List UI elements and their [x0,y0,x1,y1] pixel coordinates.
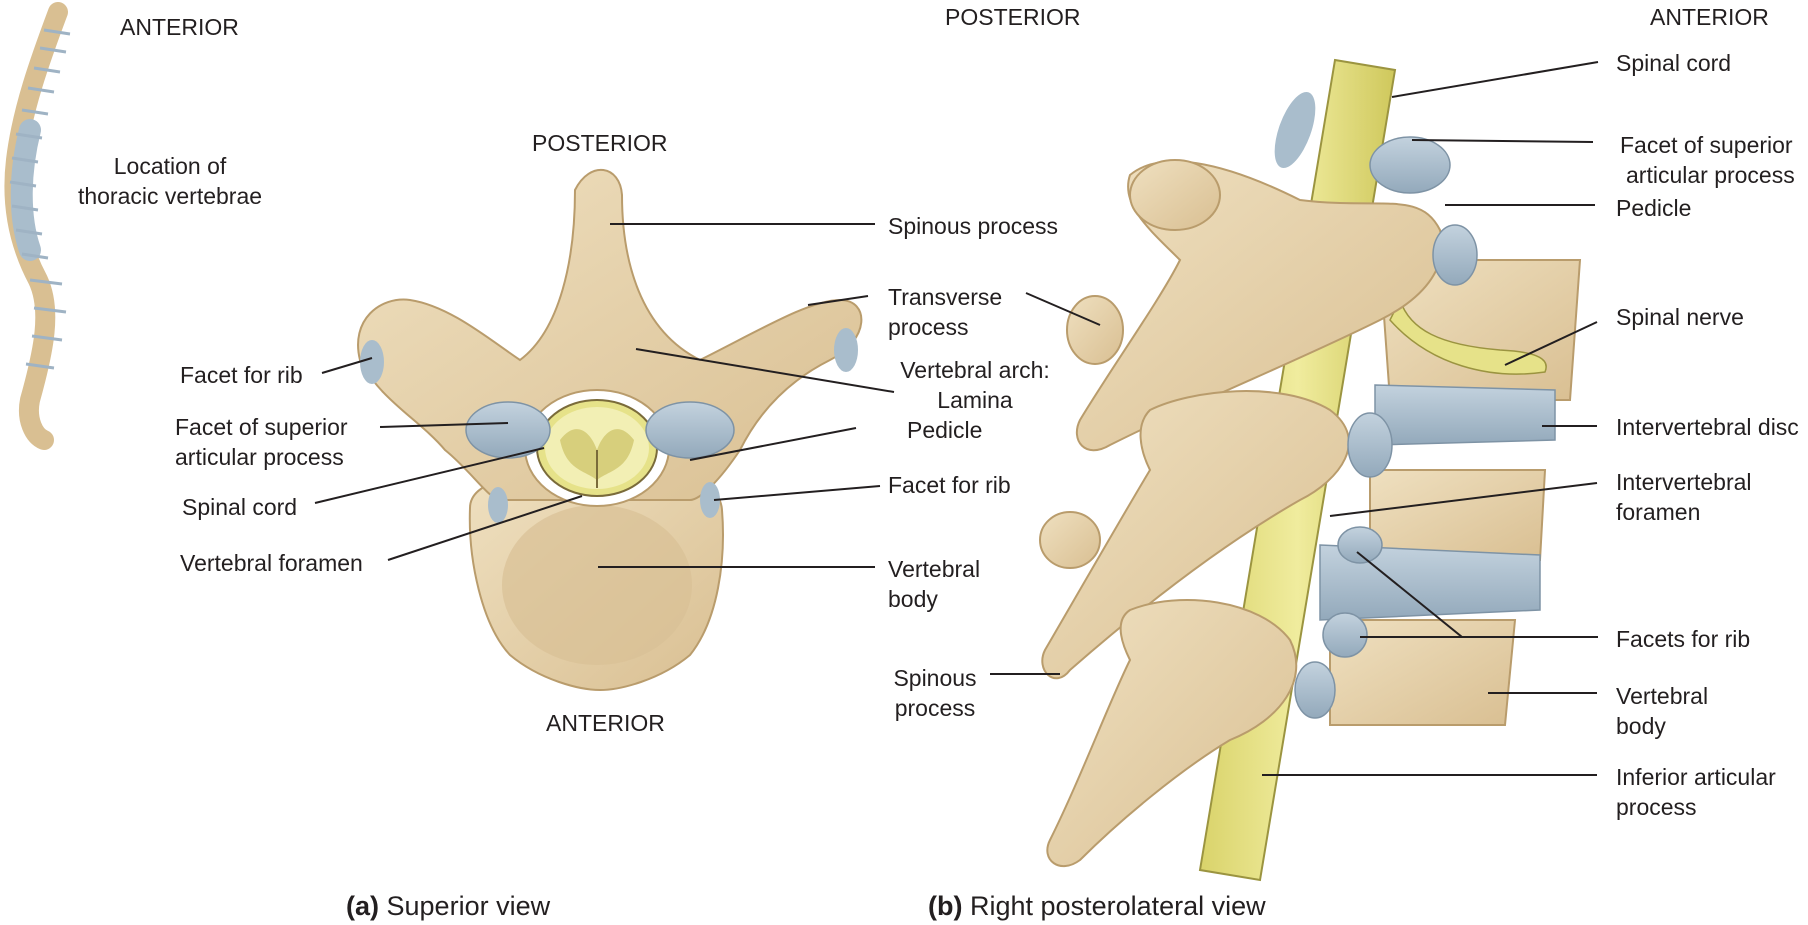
label-transverse-process-line2: process [888,314,969,340]
label-intervertebral-foramen-line1: Intervertebral [1616,469,1752,495]
label-vertebral-body-line1: Vertebral [888,556,981,582]
label-facet-superior-line2: articular process [175,444,344,470]
label-transverse-process-line1: Transverse [888,284,1003,310]
label-facets-for-rib: Facets for rib [1616,626,1751,652]
label-vertebral-body-b-line2: body [1616,713,1666,739]
caption-b-letter: (b) [928,891,963,921]
label-facet-for-rib-left: Facet for rib [180,362,303,388]
label-spinal-cord-a: Spinal cord [182,494,298,520]
label-pedicle-a: Pedicle [907,417,983,443]
label-facet-for-rib-right: Facet for rib [888,472,1011,498]
label-facet-superior-b-line2: articular process [1626,162,1795,188]
label-spinous-process-b-line2: process [894,695,976,721]
label-intervertebral-foramen-line2: foramen [1616,499,1701,525]
label-vertebral-arch-line2: Lamina [937,387,1013,413]
label-spinous-process-b-line1: Spinous [893,665,977,691]
label-facet-superior-line1: Facet of superior [175,414,348,440]
orientation-posterior-a: POSTERIOR [532,130,668,156]
label-vertebral-body-b-line1: Vertebral [1616,683,1709,709]
label-location-line2: thoracic vertebrae [77,183,263,209]
label-facet-superior-b-line1: Facet of superior [1620,132,1793,158]
label-vertebral-body-line2: body [888,586,938,612]
label-intervertebral-disc: Intervertebral disc [1616,414,1799,440]
label-spinal-nerve: Spinal nerve [1616,304,1744,330]
superior-view-vertebra [357,169,863,692]
orientation-posterior-b: POSTERIOR [945,4,1081,30]
leader-lines [314,61,1599,776]
caption-a-text: Superior view [386,891,551,921]
orientation-anterior-spine: ANTERIOR [120,14,239,40]
caption-b-text: Right posterolateral view [970,891,1266,921]
label-inferior-articular-line1: Inferior articular [1616,764,1776,790]
caption-a-letter: (a) [346,891,379,921]
label-pedicle-b: Pedicle [1616,195,1692,221]
orientation-anterior-a: ANTERIOR [546,710,665,736]
posterolateral-view-vertebrae [1039,58,1582,882]
label-spinal-cord-b: Spinal cord [1616,50,1732,76]
label-inferior-articular-line2: process [1616,794,1697,820]
label-vertebral-foramen: Vertebral foramen [180,550,363,576]
label-location-line1: Location of [113,153,227,179]
label-vertebral-arch-line1: Vertebral arch: [900,357,1050,383]
caption-a: (a) Superior view [346,890,550,922]
label-spinous-process-a: Spinous process [888,213,1059,239]
spinal-column-illustration [4,2,71,450]
orientation-anterior-b: ANTERIOR [1650,4,1769,30]
caption-b: (b) Right posterolateral view [928,890,1266,922]
